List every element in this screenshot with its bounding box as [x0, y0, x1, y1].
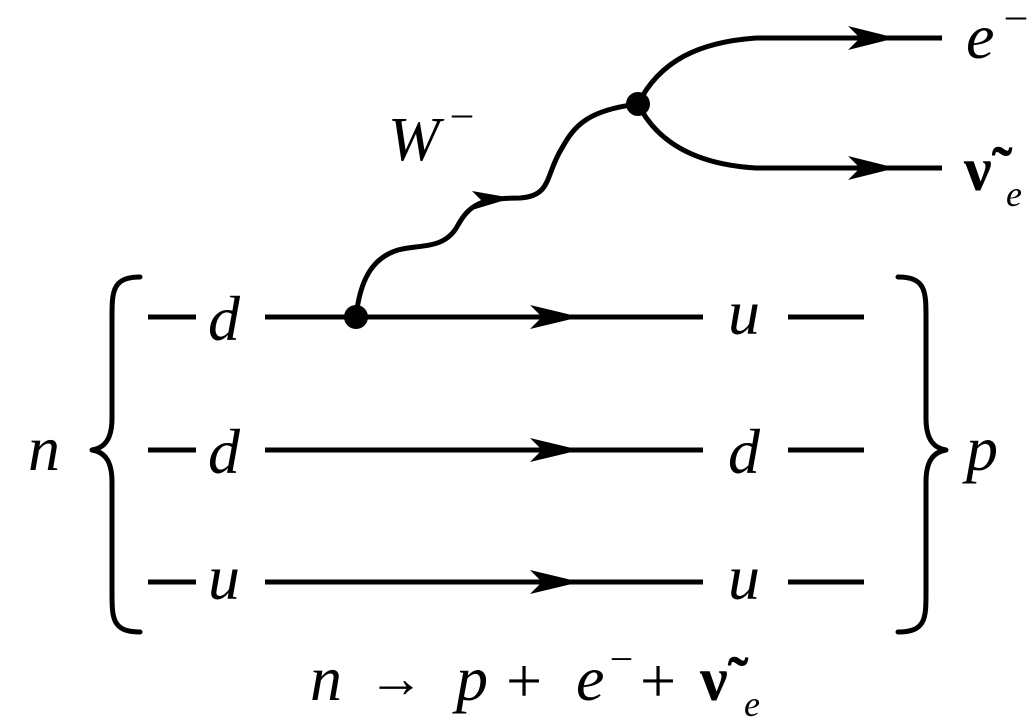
equation-term3-subscript: e	[744, 684, 760, 721]
equation-term1: p	[452, 643, 488, 714]
quark-final-bottom: u	[728, 542, 760, 613]
electron-label: e	[966, 1, 994, 72]
quark-final-top: u	[728, 277, 760, 348]
equation-arrow: →	[368, 648, 424, 710]
proton-brace	[895, 274, 949, 635]
arrow-antineutrino	[848, 156, 896, 180]
electron-line	[635, 35, 942, 106]
quark-initial-top: d	[208, 283, 241, 354]
equation-term2-charge: –	[611, 635, 632, 677]
equation-term3: ν̃	[699, 646, 749, 714]
electron-charge: –	[1005, 0, 1027, 37]
quark-line-bottom: u u	[148, 542, 864, 613]
decay-equation: n → p + e – + ν̃ e	[310, 635, 760, 721]
neutron-label: n	[28, 413, 60, 484]
w-boson-charge: –	[451, 90, 473, 135]
equation-plus1: +	[506, 645, 542, 716]
quark-initial-middle: d	[208, 416, 241, 487]
quark-final-middle: d	[728, 416, 761, 487]
antineutrino-subscript: e	[1006, 174, 1022, 214]
quark-initial-bottom: u	[208, 542, 240, 613]
arrow-w-boson	[472, 191, 512, 210]
equation-term2: e	[576, 643, 604, 714]
antineutrino-line	[635, 102, 942, 171]
quark-line-top: d u	[148, 277, 864, 354]
w-boson-label: W	[388, 106, 445, 174]
neutron-brace	[89, 274, 143, 635]
arrow-quark-middle	[530, 438, 580, 462]
lepton-vertex	[626, 92, 650, 116]
arrow-quark-bottom	[530, 570, 580, 594]
equation-plus2: +	[640, 645, 676, 716]
quark-vertex	[344, 305, 368, 329]
arrow-electron	[848, 26, 896, 50]
proton-label: p	[962, 413, 998, 484]
quark-line-middle: d d	[148, 416, 864, 487]
arrow-quark-top	[530, 305, 580, 329]
equation-lhs: n	[310, 643, 342, 714]
